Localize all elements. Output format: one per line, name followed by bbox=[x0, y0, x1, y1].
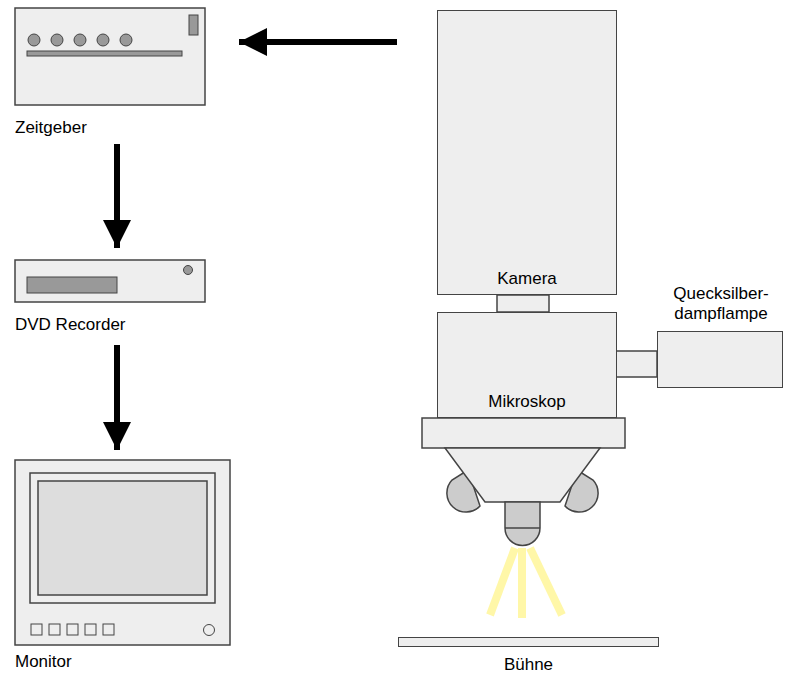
node-label: Kamera bbox=[438, 269, 616, 289]
dvd-device bbox=[15, 260, 205, 302]
timer-slot bbox=[27, 51, 182, 56]
stage-plate bbox=[398, 637, 659, 647]
light-rays bbox=[490, 548, 562, 618]
timer-device bbox=[15, 8, 205, 105]
monitor-bezel bbox=[30, 473, 215, 603]
monitor-button bbox=[31, 624, 42, 635]
dvd-button bbox=[184, 266, 193, 275]
monitor-knob bbox=[204, 625, 215, 636]
timer-button bbox=[28, 34, 40, 46]
dvd-tray bbox=[27, 277, 117, 293]
camera-adapter bbox=[497, 295, 549, 312]
signal-arrow bbox=[239, 39, 397, 45]
monitor: Monitor bbox=[15, 460, 230, 672]
camera-box: Kamera bbox=[437, 10, 617, 295]
node-label: DVD Recorder bbox=[15, 315, 126, 335]
stage: Bühne bbox=[398, 637, 659, 675]
monitor-button bbox=[103, 624, 114, 635]
microscope-head bbox=[422, 418, 625, 448]
monitor-button bbox=[67, 624, 78, 635]
timer-button bbox=[97, 34, 109, 46]
monitor-button bbox=[85, 624, 96, 635]
microscope-box: Mikroskop bbox=[437, 312, 617, 418]
timer-button bbox=[51, 34, 63, 46]
signal-arrow bbox=[114, 144, 120, 248]
objective bbox=[505, 502, 540, 546]
timer-button bbox=[74, 34, 86, 46]
dvd-recorder: DVD Recorder bbox=[15, 260, 205, 335]
timer: Zeitgeber bbox=[15, 8, 205, 138]
node-label: Bühne bbox=[398, 655, 659, 675]
timer-switch bbox=[189, 15, 198, 35]
node-label: Mikroskop bbox=[438, 392, 616, 412]
monitor-screen bbox=[38, 481, 207, 595]
node-label: Quecksilber- dampflampe bbox=[658, 284, 784, 324]
monitor-button bbox=[49, 624, 60, 635]
lamp-box: Quecksilber- dampflampe bbox=[657, 331, 783, 388]
nosepiece bbox=[445, 448, 600, 502]
node-label: Monitor bbox=[15, 652, 72, 672]
node-label: Zeitgeber bbox=[15, 118, 87, 138]
monitor-housing bbox=[15, 460, 230, 645]
timer-button bbox=[120, 34, 132, 46]
signal-arrow bbox=[114, 345, 120, 450]
